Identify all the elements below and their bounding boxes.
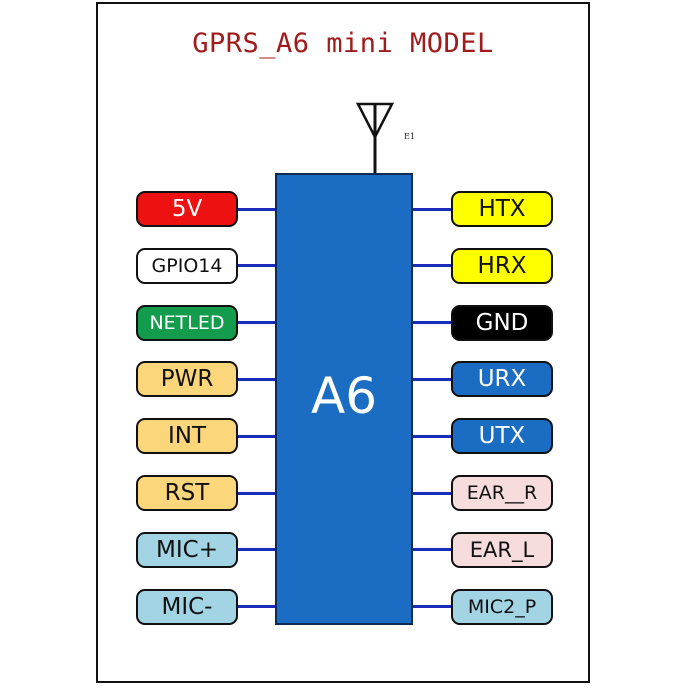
- pin-right-7: MIC2_P: [451, 588, 553, 625]
- wire-right-4: [413, 434, 451, 438]
- wire-left-0: [238, 207, 275, 211]
- wire-left-6: [238, 548, 275, 552]
- chip-label: A6: [310, 367, 377, 425]
- pin-left-6: MIC+: [136, 531, 238, 568]
- wire-left-5: [238, 491, 275, 495]
- pin-right-6: EAR_L: [451, 531, 553, 568]
- diagram-title: GPRS_A6 mini MODEL: [192, 28, 494, 59]
- pin-right-3: URX: [451, 361, 553, 398]
- wire-right-2: [413, 321, 451, 325]
- pin-right-4: UTX: [451, 418, 553, 455]
- pin-right-0: HTX: [451, 191, 553, 227]
- wire-left-7: [238, 605, 275, 609]
- wire-left-4: [238, 434, 275, 438]
- wire-left-1: [238, 264, 275, 268]
- pin-left-1: GPIO14: [136, 247, 238, 284]
- pin-right-2: GND: [451, 304, 553, 341]
- a6-chip-body: [275, 173, 413, 625]
- wire-right-6: [413, 548, 451, 552]
- pin-left-0: 5V: [136, 191, 238, 227]
- wire-right-3: [413, 377, 451, 381]
- wire-right-5: [413, 491, 451, 495]
- wire-right-1: [413, 264, 451, 268]
- pin-left-5: RST: [136, 475, 238, 511]
- pin-left-2: NETLED: [136, 304, 238, 341]
- wire-right-7: [413, 605, 451, 609]
- pin-left-3: PWR: [136, 361, 238, 398]
- diagram-frame: [96, 2, 590, 683]
- antenna-ref-label: E1: [404, 132, 415, 141]
- pin-left-7: MIC-: [136, 588, 238, 625]
- pin-right-5: EAR__R: [451, 475, 553, 511]
- wire-right-0: [413, 207, 451, 211]
- wire-left-3: [238, 377, 275, 381]
- wire-left-2: [238, 321, 275, 325]
- pin-right-1: HRX: [451, 247, 553, 284]
- pin-left-4: INT: [136, 418, 238, 455]
